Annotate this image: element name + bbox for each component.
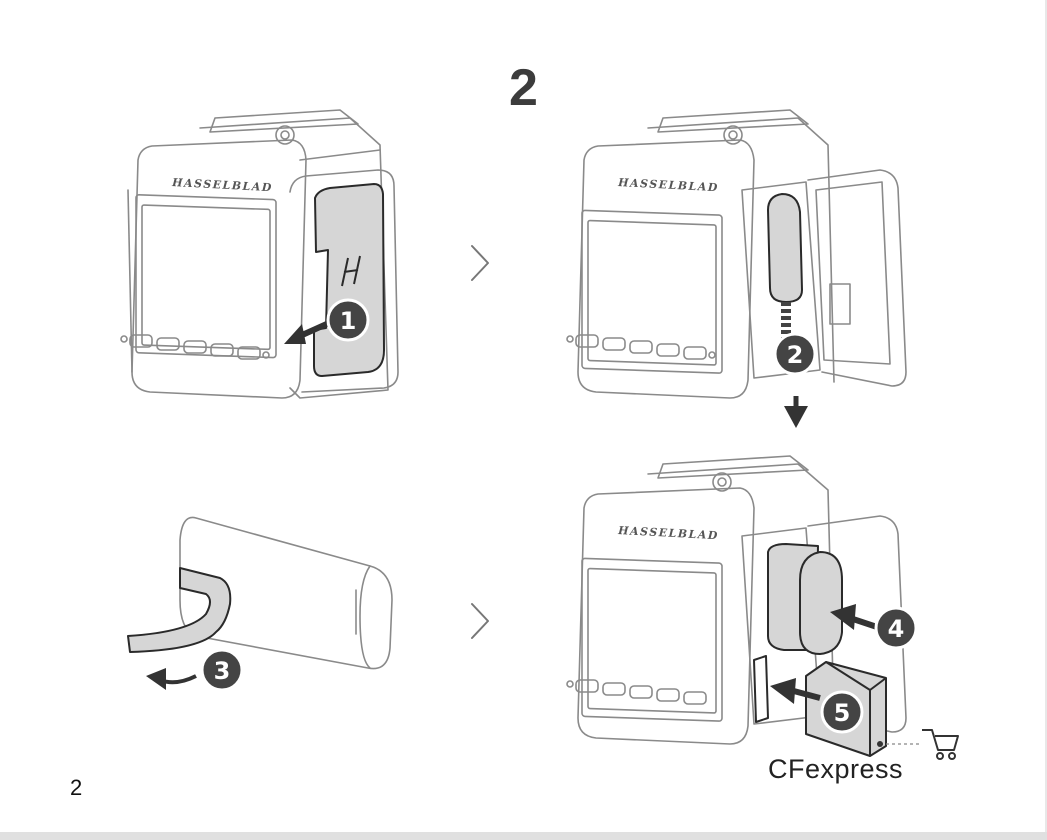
battery-pull-tab-top [767, 193, 803, 303]
shopping-cart-icon[interactable] [922, 729, 959, 760]
arrow-head-2 [784, 406, 808, 428]
camera-buttons-3 [566, 679, 707, 705]
step-badge-4: 4 [874, 606, 918, 650]
brand-logo-1: HASSELBLAD [171, 176, 273, 194]
svg-text:4: 4 [888, 615, 905, 643]
chevron-right-icon [471, 603, 489, 639]
arrow-head-4 [830, 604, 856, 630]
arrow-head-1 [284, 324, 306, 344]
step-badge-2: 2 [773, 332, 817, 376]
arrow-head-5 [770, 678, 796, 704]
hasselblad-h-logo [341, 255, 361, 287]
camera-illustration-1: HASSELBLAD 1 [120, 109, 399, 399]
chevron-right-icon [471, 245, 489, 281]
svg-text:1: 1 [340, 307, 357, 335]
brand-logo-2: HASSELBLAD [617, 176, 719, 194]
battery-door-closed [313, 183, 385, 377]
arrow-head-3 [146, 668, 166, 690]
svg-text:5: 5 [834, 699, 851, 727]
camera-buttons-2 [566, 334, 716, 360]
step-badge-1: 1 [326, 298, 370, 342]
page-bottom-edge [0, 832, 1047, 840]
card-slot [753, 655, 769, 723]
battery-illustration: 3 [127, 516, 393, 692]
battery-insert-cap [799, 551, 843, 655]
svg-text:2: 2 [787, 341, 804, 369]
camera-buttons-1 [120, 334, 270, 360]
step-title: 2 [509, 59, 538, 117]
camera-illustration-2: HASSELBLAD 2 [566, 109, 907, 428]
step-badge-5: 5 [820, 690, 864, 734]
arrow-insert-card [789, 687, 821, 701]
camera-illustration-3: HASSELBLAD 4 [566, 455, 922, 757]
battery-pull-tab [127, 567, 232, 653]
brand-logo-3: HASSELBLAD [617, 524, 719, 542]
svg-text:3: 3 [214, 657, 231, 685]
page-number: 2 [70, 775, 83, 800]
step-badge-3: 3 [200, 648, 244, 692]
card-type-label: CFexpress [768, 754, 904, 784]
